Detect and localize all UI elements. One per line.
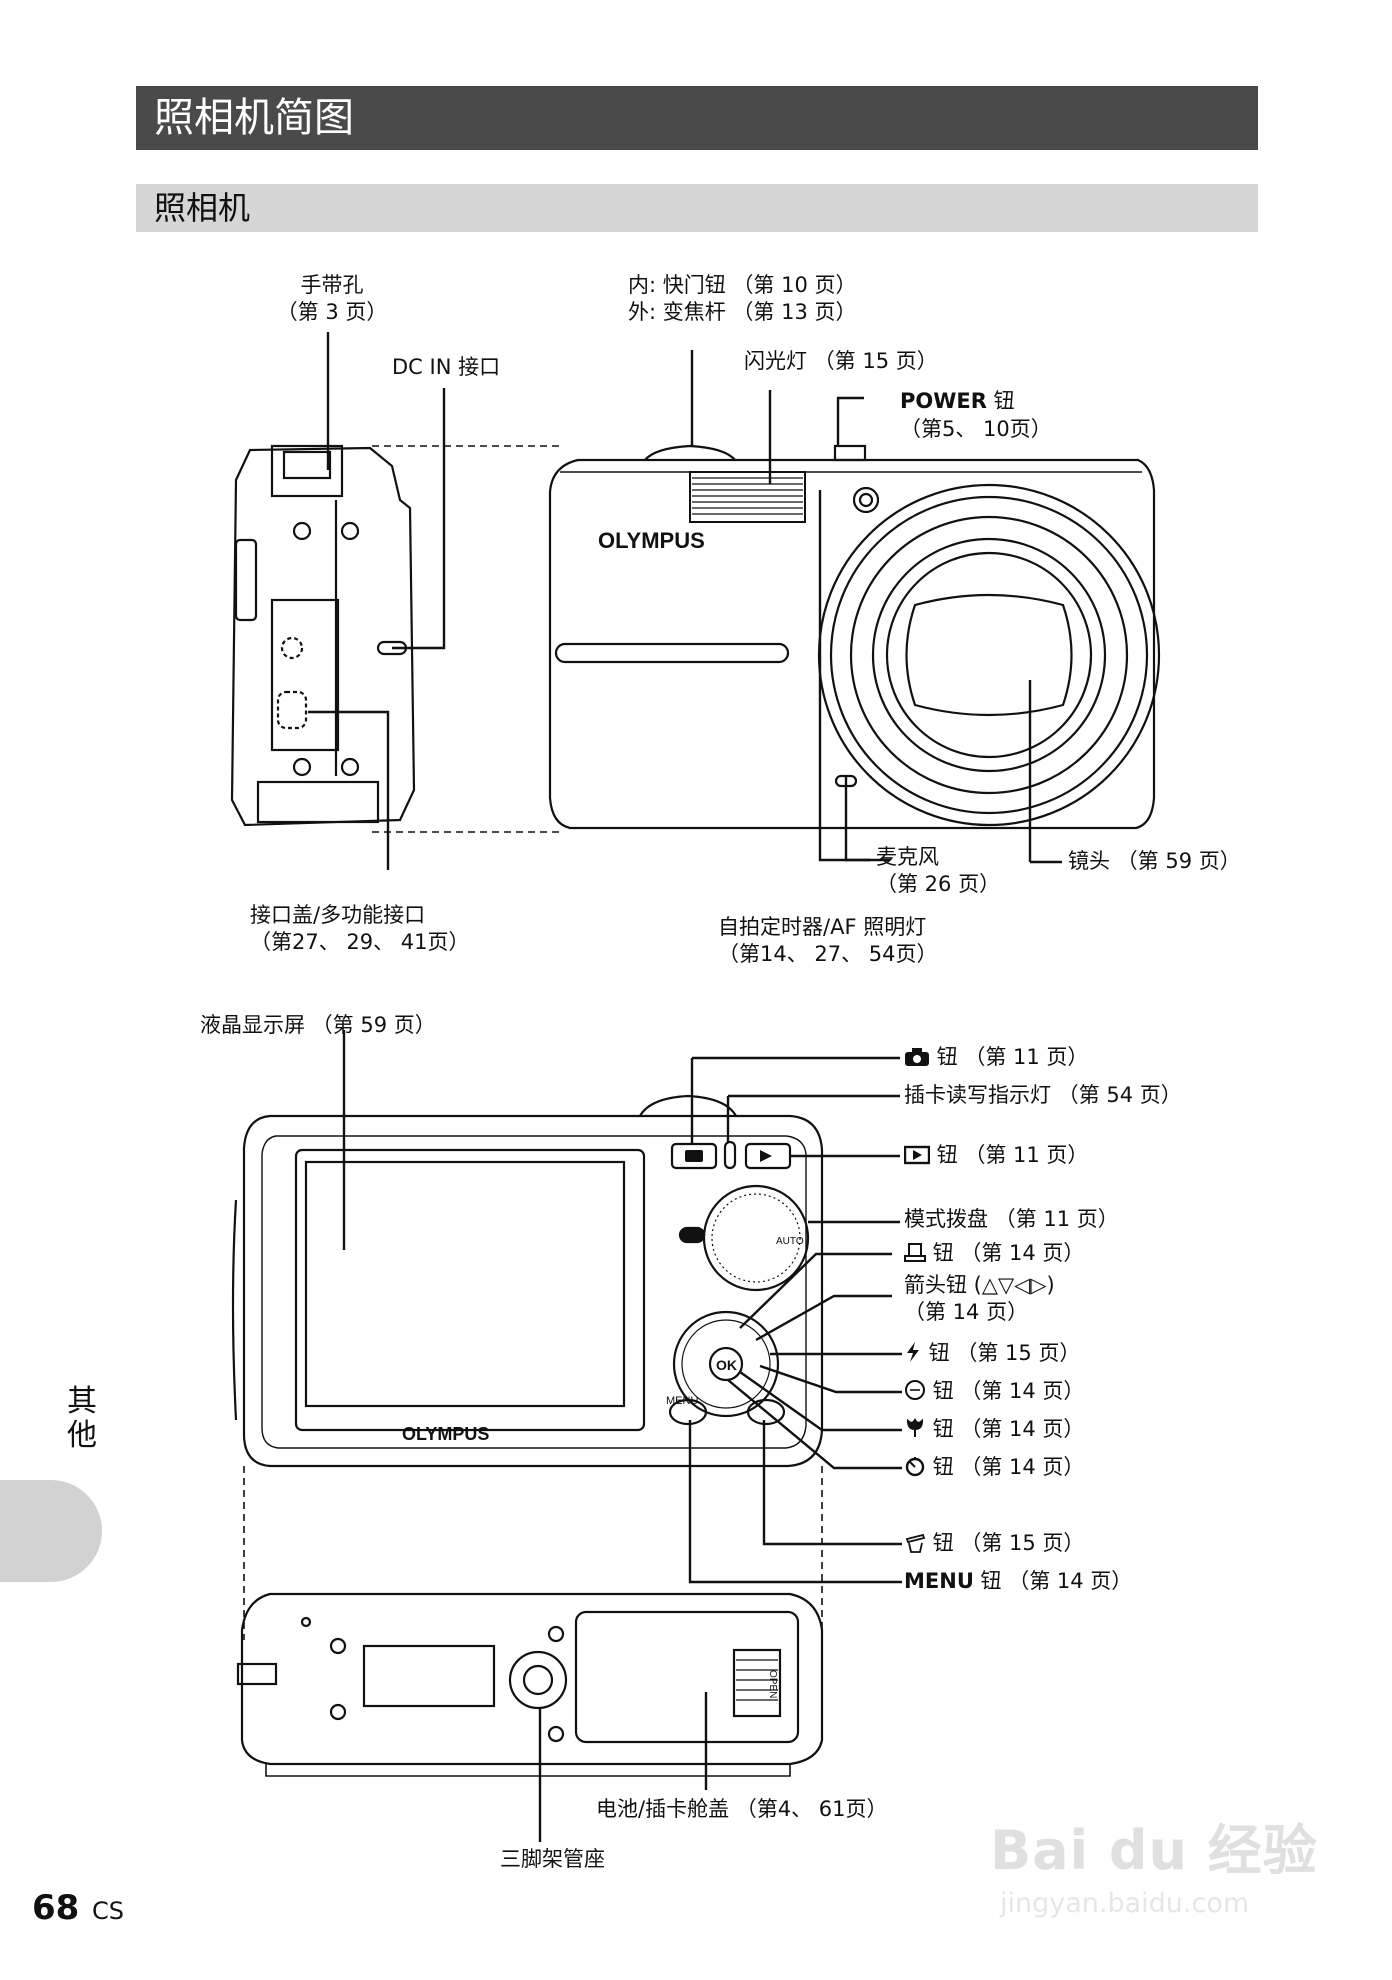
shooting-button-label: 钮 （第 11 页） bbox=[904, 1044, 1088, 1071]
arrow-pad-pages: （第 14 页） bbox=[904, 1300, 1029, 1324]
shutter-text: 内: 快门钮 （第 10 页） bbox=[628, 273, 857, 297]
erase-button-label: 钮 （第 15 页） bbox=[904, 1530, 1084, 1557]
self-timer-pages: （第14、 27、 54页） bbox=[718, 942, 938, 966]
power-rest: 钮 bbox=[986, 389, 1015, 413]
section-title: 照相机 bbox=[154, 189, 251, 227]
back-ok-text: OK bbox=[716, 1357, 737, 1373]
leader-lines bbox=[308, 332, 1062, 1842]
macro-button-text: 钮 （第 14 页） bbox=[932, 1417, 1085, 1441]
self-timer-label: 自拍定时器/AF 照明灯 （第14、 27、 54页） bbox=[718, 914, 938, 968]
section-title-banner: 照相机 bbox=[136, 184, 1258, 232]
playback-button-label: 钮 （第 11 页） bbox=[904, 1142, 1088, 1169]
timer-button-label: 钮 （第 14 页） bbox=[904, 1454, 1084, 1481]
flash-icon bbox=[907, 1342, 919, 1362]
camera-front-view bbox=[548, 444, 1161, 830]
back-brand: OLYMPUS bbox=[402, 1424, 489, 1444]
print-button-text: 钮 （第 14 页） bbox=[932, 1241, 1085, 1265]
flash-label: 闪光灯 （第 15 页） bbox=[744, 349, 938, 373]
exposure-button-label: 钮 （第 14 页） bbox=[904, 1378, 1084, 1405]
macro-button-label: 钮 （第 14 页） bbox=[904, 1416, 1084, 1443]
exposure-button-text: 钮 （第 14 页） bbox=[932, 1379, 1085, 1403]
microphone-label: 麦克风 （第 26 页） bbox=[876, 844, 1000, 898]
camera-icon bbox=[905, 1048, 929, 1066]
arrow-pad-text: 箭头钮 (△▽◁▷) bbox=[904, 1273, 1055, 1297]
mode-dial-label: 模式拨盘 （第 11 页） bbox=[904, 1207, 1119, 1231]
section-tab bbox=[0, 1480, 102, 1582]
connector-pages: （第27、 29、 41页） bbox=[250, 930, 470, 954]
bottom-open-text: OPEN bbox=[767, 1670, 778, 1698]
playback-button-text: 钮 （第 11 页） bbox=[936, 1143, 1089, 1167]
print-button-label: 钮 （第 14 页） bbox=[904, 1240, 1084, 1267]
page-title-banner: 照相机简图 bbox=[136, 86, 1258, 150]
watermark-url: jingyan.baidu.com bbox=[1000, 1888, 1250, 1919]
power-bold: POWER bbox=[900, 389, 987, 413]
battery-cover-label: 电池/插卡舱盖 （第4、 61页） bbox=[596, 1797, 888, 1821]
back-menu-text: MENU bbox=[666, 1395, 698, 1407]
self-timer-icon bbox=[905, 1457, 925, 1477]
shooting-button-text: 钮 （第 11 页） bbox=[936, 1045, 1089, 1069]
shutter-zoom-label: 内: 快门钮 （第 10 页） 外: 变焦杆 （第 13 页） bbox=[628, 272, 857, 326]
watermark-logo: Bai du 经验 bbox=[990, 1819, 1318, 1882]
power-pages: （第5、 10页） bbox=[900, 417, 1052, 441]
zoom-text: 外: 变焦杆 （第 13 页） bbox=[628, 300, 857, 324]
timer-button-text: 钮 （第 14 页） bbox=[932, 1455, 1085, 1479]
microphone-text: 麦克风 bbox=[876, 845, 939, 869]
flash-button-label: 钮 （第 15 页） bbox=[904, 1340, 1080, 1367]
front-brand: OLYMPUS bbox=[598, 528, 705, 553]
self-timer-text: 自拍定时器/AF 照明灯 bbox=[718, 915, 927, 939]
macro-icon bbox=[906, 1418, 924, 1437]
strap-eyelet-pages: （第 3 页） bbox=[276, 300, 388, 324]
page-title: 照相机简图 bbox=[154, 95, 354, 141]
arrow-pad-label: 箭头钮 (△▽◁▷) （第 14 页） bbox=[904, 1272, 1055, 1326]
exposure-comp-icon bbox=[905, 1380, 925, 1400]
print-icon bbox=[904, 1243, 926, 1262]
page-language: CS bbox=[92, 1897, 124, 1925]
trash-icon bbox=[905, 1533, 926, 1553]
section-tab-label: 其他 bbox=[67, 1384, 97, 1453]
dial-auto-text: AUTO bbox=[776, 1236, 804, 1247]
menu-rest: 钮 （第 14 页） bbox=[973, 1569, 1133, 1593]
menu-button-label: MENU 钮 （第 14 页） bbox=[904, 1568, 1132, 1595]
camera-back-view bbox=[231, 1094, 824, 1468]
connector-text: 接口盖/多功能接口 bbox=[250, 903, 426, 927]
camera-side-view bbox=[230, 444, 416, 827]
lens-label: 镜头 （第 59 页） bbox=[1068, 849, 1241, 873]
flash-button-text: 钮 （第 15 页） bbox=[928, 1341, 1081, 1365]
camera-bottom-view bbox=[236, 1592, 824, 1777]
page-number: 68 bbox=[32, 1888, 80, 1928]
playback-icon bbox=[904, 1145, 930, 1165]
strap-eyelet-text: 手带孔 bbox=[300, 273, 364, 297]
tripod-socket-label: 三脚架管座 bbox=[500, 1847, 605, 1871]
power-label: POWER 钮 bbox=[900, 388, 1015, 415]
card-lamp-label: 插卡读写指示灯 （第 54 页） bbox=[904, 1083, 1182, 1107]
connector-label: 接口盖/多功能接口 （第27、 29、 41页） bbox=[250, 902, 470, 956]
microphone-pages: （第 26 页） bbox=[876, 872, 1001, 896]
menu-bold: MENU bbox=[904, 1569, 974, 1593]
strap-eyelet-label: 手带孔 （第 3 页） bbox=[272, 272, 392, 326]
lcd-label: 液晶显示屏 （第 59 页） bbox=[200, 1013, 436, 1037]
dc-in-label: DC IN 接口 bbox=[392, 355, 501, 379]
erase-button-text: 钮 （第 15 页） bbox=[932, 1531, 1085, 1555]
